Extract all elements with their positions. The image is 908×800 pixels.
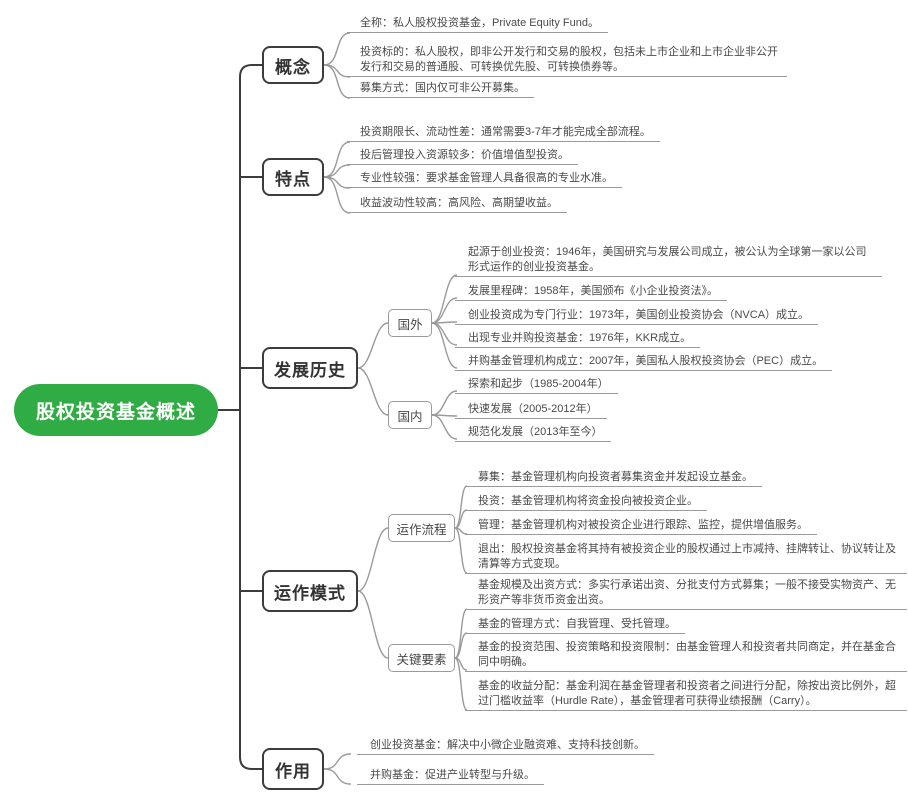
- leaf-investment-scope[interactable]: 基金的投资范围、投资策略和投资限制：由基金管理人和投资者共同商定，并在基金合同中…: [465, 640, 907, 672]
- leaf-fund-size-contribution[interactable]: 基金规模及出资方式：多实行承诺出资、分批支付方式募集；一般不接受实物资产、无形资…: [465, 578, 907, 610]
- leaf-vc-fund-role[interactable]: 创业投资基金：解决中小微企业融资难、支持科技创新。: [357, 738, 654, 755]
- subtopic-key-elements[interactable]: 关键要素: [388, 644, 455, 672]
- leaf-investing[interactable]: 投资：基金管理机构将资金投向被投资企业。: [465, 494, 707, 511]
- topic-history[interactable]: 发展历史: [262, 347, 358, 389]
- leaf-professionalism[interactable]: 专业性较强：要求基金管理人具备很高的专业水准。: [347, 171, 622, 188]
- subtopic-operation-process[interactable]: 运作流程: [388, 514, 455, 542]
- leaf-milestone-1958[interactable]: 发展里程碑：1958年，美国颁布《小企业投资法》。: [455, 284, 727, 301]
- leaf-nvca-1973[interactable]: 创业投资成为专门行业：1973年，美国创业投资协会（NVCA）成立。: [455, 308, 819, 325]
- leaf-post-investment[interactable]: 投后管理投入资源较多：价值增值型投资。: [347, 148, 578, 165]
- leaf-fundraising[interactable]: 募集：基金管理机构向投资者募集资金并发起设立基金。: [465, 470, 762, 487]
- leaf-long-term[interactable]: 投资期限长、流动性差：通常需要3-7年才能完成全部流程。: [347, 125, 660, 142]
- leaf-fundraising-method[interactable]: 募集方式：国内仅可非公开募集。: [347, 81, 534, 98]
- leaf-management-method[interactable]: 基金的管理方式：自我管理、受托管理。: [465, 617, 685, 634]
- leaf-return-volatility[interactable]: 收益波动性较高：高风险、高期望收益。: [347, 196, 567, 213]
- leaf-managing[interactable]: 管理：基金管理机构对被投资企业进行跟踪、监控，提供增值服务。: [465, 518, 817, 535]
- leaf-standardized-development[interactable]: 规范化发展（2013年至今）: [455, 425, 612, 442]
- leaf-profit-distribution[interactable]: 基金的收益分配：基金利润在基金管理者和投资者之间进行分配，除按出资比例外，超过门…: [465, 679, 907, 711]
- leaf-origin-vc[interactable]: 起源于创业投资：1946年，美国研究与发展公司成立，被公认为全球第一家以公司形式…: [455, 245, 882, 277]
- leaf-pec-2007[interactable]: 并购基金管理机构成立：2007年，美国私人股权投资协会（PEC）成立。: [455, 354, 833, 371]
- leaf-full-name[interactable]: 全称：私人股权投资基金，Private Equity Fund。: [347, 16, 608, 33]
- topic-concept[interactable]: 概念: [262, 46, 324, 84]
- leaf-exit[interactable]: 退出：股权投资基金将其持有被投资企业的股权通过上市减持、挂牌转让、协议转让及清算…: [465, 542, 907, 574]
- leaf-rapid-development[interactable]: 快速发展（2005-2012年）: [455, 402, 607, 419]
- topic-features[interactable]: 特点: [262, 158, 324, 196]
- leaf-buyout-fund-role[interactable]: 并购基金：促进产业转型与升级。: [357, 768, 544, 785]
- leaf-exploration-stage[interactable]: 探索和起步（1985-2004年）: [455, 377, 618, 394]
- topic-operation-mode[interactable]: 运作模式: [262, 570, 358, 612]
- topic-role[interactable]: 作用: [262, 748, 324, 790]
- subtopic-foreign[interactable]: 国外: [388, 309, 432, 337]
- leaf-investment-target[interactable]: 投资标的：私人股权，即非公开发行和交易的股权，包括未上市企业和上市企业非公开发行…: [347, 45, 787, 77]
- subtopic-domestic[interactable]: 国内: [388, 401, 432, 429]
- root-topic[interactable]: 股权投资基金概述: [14, 384, 218, 436]
- leaf-kkr-1976[interactable]: 出现专业并购投资基金：1976年，KKR成立。: [455, 331, 701, 348]
